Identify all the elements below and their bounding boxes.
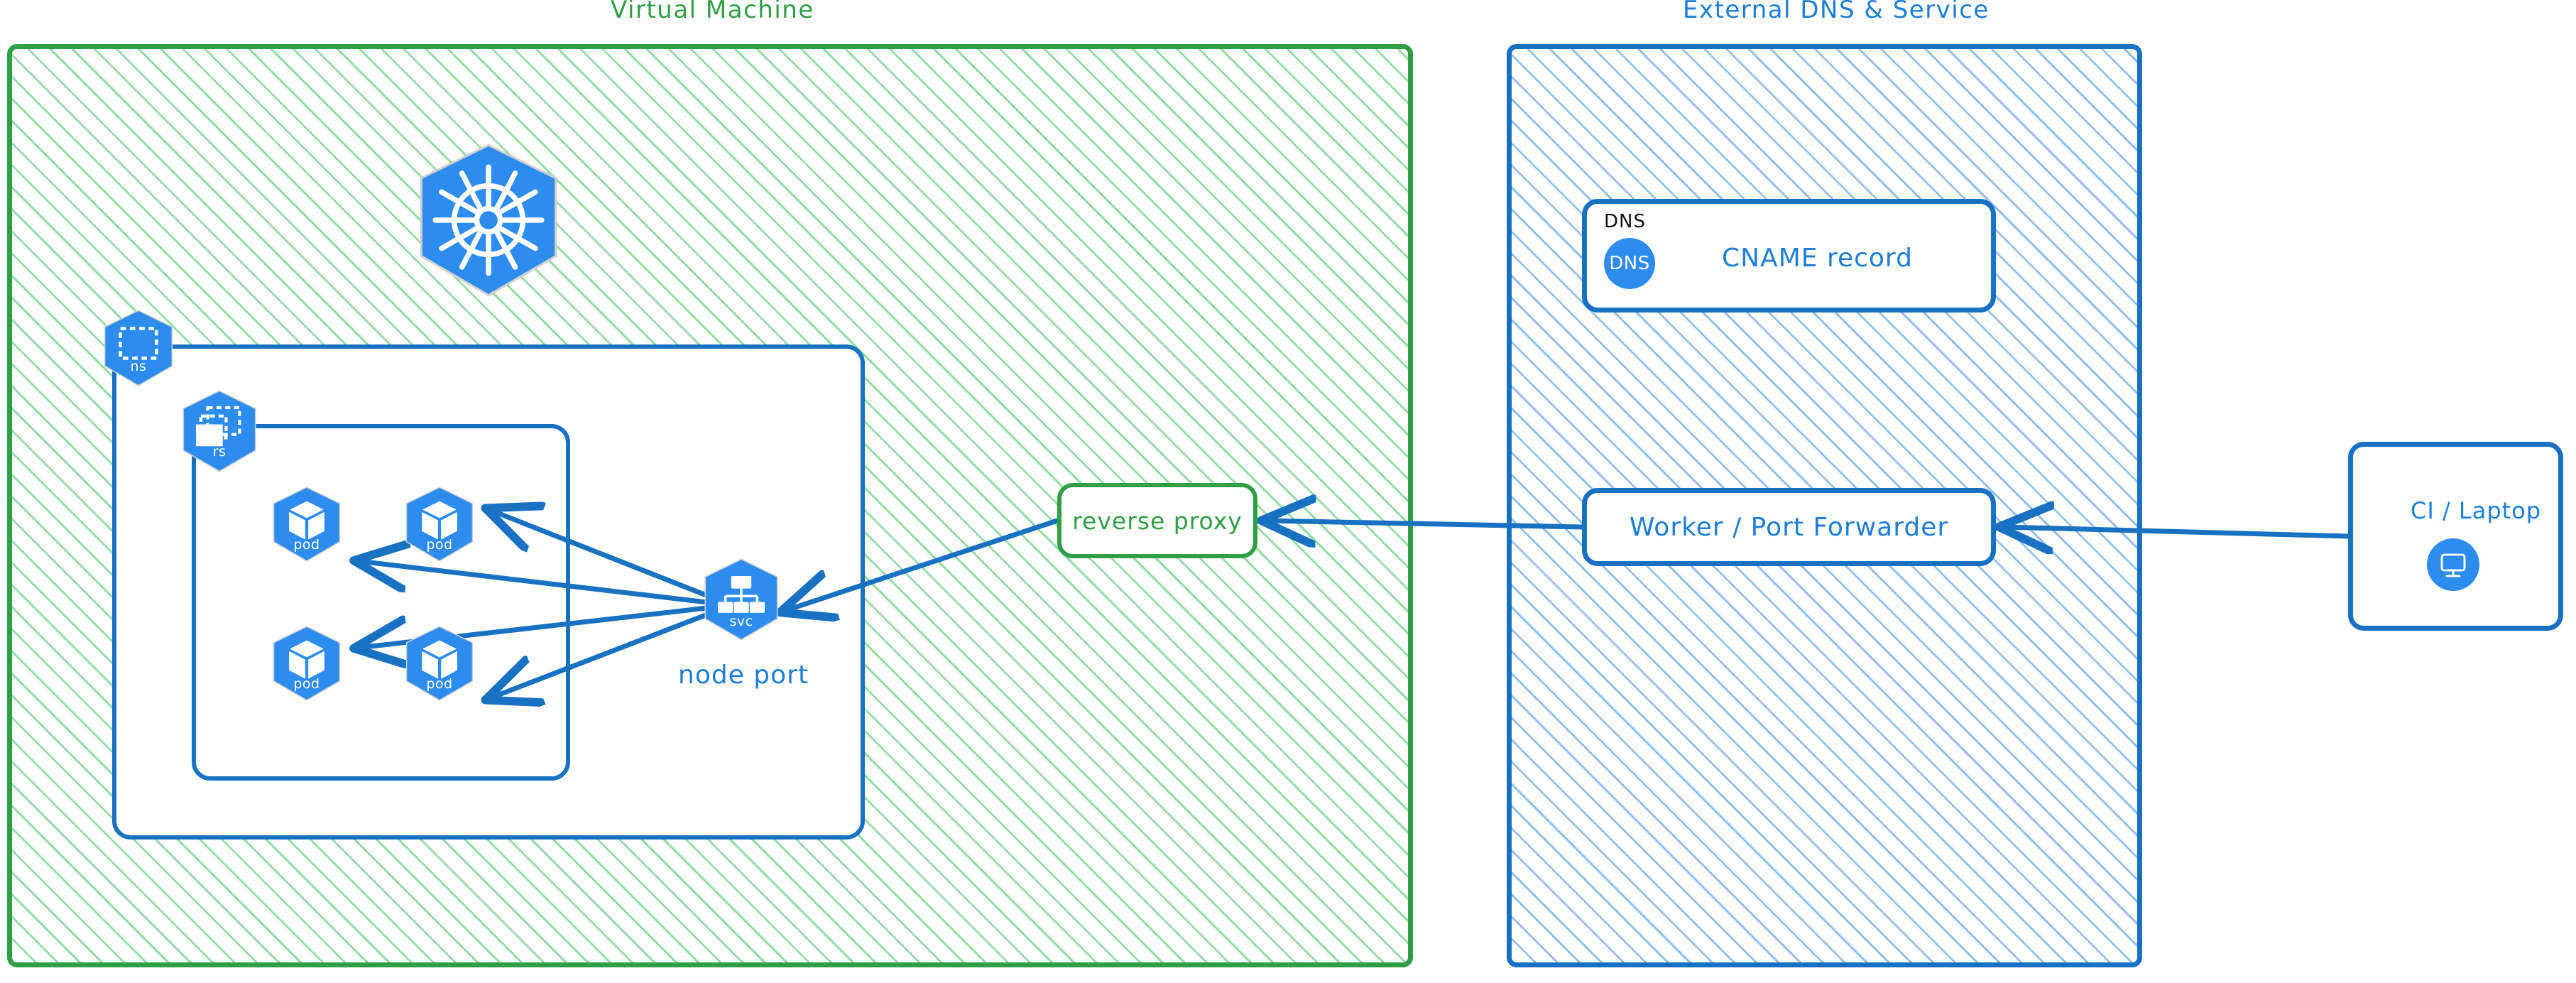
dns-card[interactable]: DNS DNS CNAME record: [1582, 199, 1996, 313]
worker-port-forwarder-label: Worker / Port Forwarder: [1629, 512, 1949, 542]
ci-laptop-label: CI / Laptop: [2411, 497, 2542, 524]
replicaset-icon: rs: [178, 389, 261, 473]
cname-record-label: CNAME record: [1722, 244, 1913, 273]
pod-icon: pod: [268, 625, 345, 702]
ci-laptop-box[interactable]: [2348, 442, 2563, 631]
replicaset-frame: [192, 424, 570, 781]
pod-icon: pod: [268, 486, 345, 563]
desktop-monitor-icon: [2427, 538, 2479, 591]
group-external-dns-service-title: External DNS & Service: [1683, 0, 1990, 24]
dns-card-tag: DNS: [1604, 211, 1646, 232]
reverse-proxy-label: reverse proxy: [1072, 506, 1243, 535]
group-virtual-machine-title: Virtual Machine: [611, 0, 814, 24]
node-port-label: node port: [678, 661, 809, 690]
namespace-icon: ns: [99, 309, 178, 387]
service-icon: svc: [699, 558, 783, 641]
dns-badge-icon: DNS: [1604, 238, 1655, 289]
pod-icon: pod: [401, 486, 478, 563]
pod-icon: pod: [401, 625, 478, 702]
reverse-proxy-box[interactable]: reverse proxy: [1057, 483, 1257, 558]
kubernetes-logo-icon: [410, 142, 567, 298]
worker-port-forwarder-box[interactable]: Worker / Port Forwarder: [1582, 488, 1996, 566]
